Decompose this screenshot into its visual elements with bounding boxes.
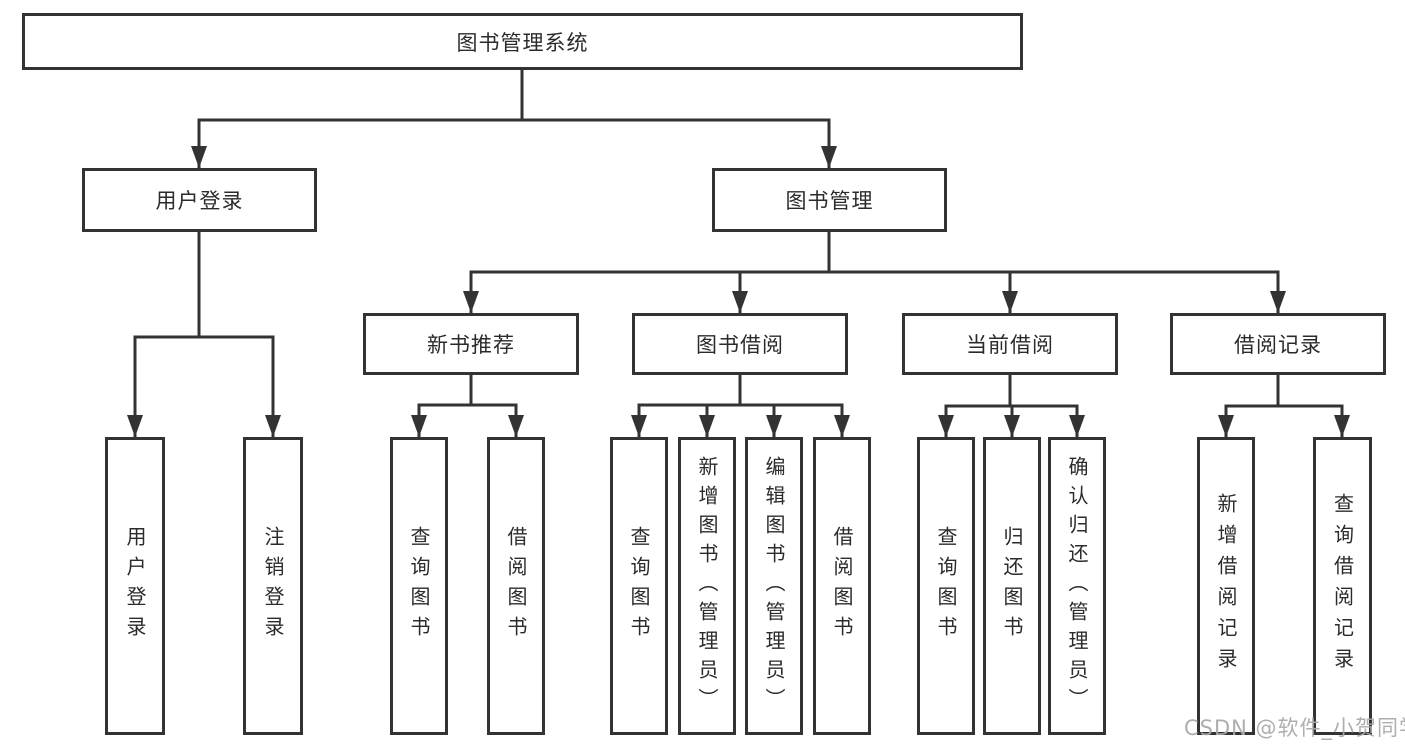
node-label: 编辑图书（管理员） (762, 455, 786, 717)
node-label: 新增借阅记录 (1214, 493, 1238, 679)
node-book-management: 图书管理 (712, 168, 947, 232)
node-label: 用户登录 (155, 189, 244, 213)
node-label: 图书管理 (785, 189, 874, 213)
watermark: CSDN @软件_小贺同学 (1184, 716, 1405, 740)
node-book-borrowing: 图书借阅 (632, 313, 848, 375)
leaf-edit-book-admin: 编辑图书（管理员） (745, 437, 803, 735)
node-label: 查询借阅记录 (1330, 493, 1355, 679)
node-label: 借阅图书 (830, 526, 854, 646)
leaf-query-borrow-record: 查询借阅记录 (1313, 437, 1372, 735)
node-label: 图书管理系统 (456, 30, 589, 55)
leaf-query-books-current: 查询图书 (917, 437, 975, 735)
node-label: 借阅记录 (1234, 333, 1322, 357)
node-label: 确认归还（管理员） (1065, 455, 1089, 717)
node-book-management-system: 图书管理系统 (22, 13, 1023, 70)
node-label: 注销登录 (261, 526, 285, 646)
node-current-borrowing: 当前借阅 (902, 313, 1118, 375)
node-label: 借阅图书 (504, 526, 528, 646)
leaf-return-books: 归还图书 (983, 437, 1041, 735)
node-label: 查询图书 (407, 526, 431, 646)
leaf-borrow-books: 借阅图书 (813, 437, 871, 735)
node-label: 新书推荐 (427, 333, 515, 357)
node-borrowing-records: 借阅记录 (1170, 313, 1386, 375)
node-label: 新增图书（管理员） (695, 455, 719, 717)
node-label: 当前借阅 (966, 333, 1054, 357)
leaf-logout: 注销登录 (243, 437, 303, 735)
leaf-add-book-admin: 新增图书（管理员） (678, 437, 736, 735)
node-label: 查询图书 (934, 526, 958, 646)
leaf-confirm-return-admin: 确认归还（管理员） (1048, 437, 1106, 735)
node-label: 查询图书 (627, 526, 651, 646)
node-user-login: 用户登录 (82, 168, 317, 232)
node-new-book-recommendation: 新书推荐 (363, 313, 579, 375)
node-label: 用户登录 (123, 526, 147, 646)
leaf-query-books-borrow: 查询图书 (610, 437, 668, 735)
leaf-query-books-recommend: 查询图书 (390, 437, 448, 735)
leaf-borrow-books-recommend: 借阅图书 (487, 437, 545, 735)
node-label: 图书借阅 (696, 333, 784, 357)
leaf-add-borrow-record: 新增借阅记录 (1197, 437, 1255, 735)
node-label: 归还图书 (1000, 526, 1024, 646)
leaf-user-login: 用户登录 (105, 437, 165, 735)
